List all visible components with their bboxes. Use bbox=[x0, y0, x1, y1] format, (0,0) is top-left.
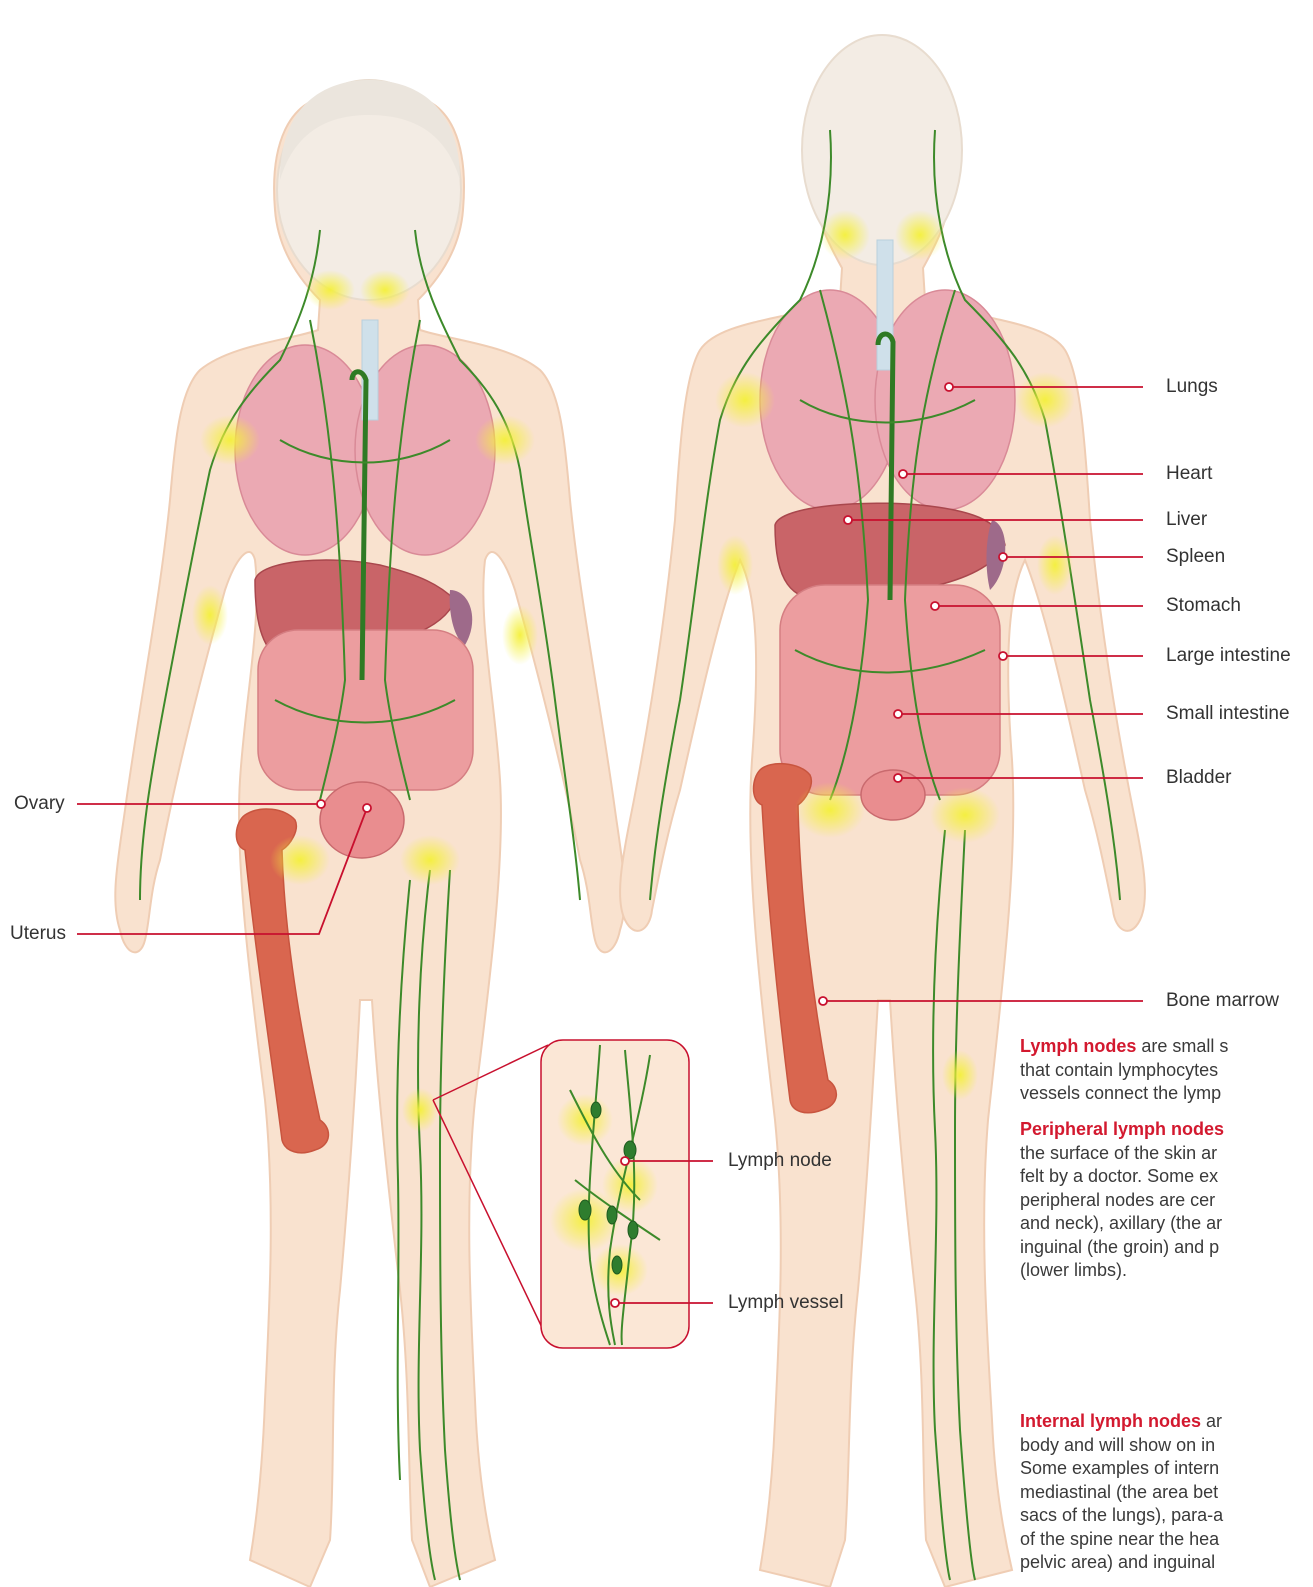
paragraph-line: sacs of the lungs), para-a bbox=[1020, 1504, 1313, 1528]
label-bone-marrow: Bone marrow bbox=[1166, 990, 1279, 1012]
paragraph-internal-lymph-nodes: Internal lymph nodes ar body and will sh… bbox=[1020, 1410, 1313, 1575]
paragraph-line: felt by a doctor. Some ex bbox=[1020, 1165, 1313, 1189]
female-figure bbox=[115, 80, 624, 1587]
paragraph-internal-heading: Internal lymph nodes bbox=[1020, 1411, 1201, 1431]
paragraph-line: ar bbox=[1201, 1411, 1222, 1431]
paragraph-lymph-nodes: Lymph nodes are small s that contain lym… bbox=[1020, 1035, 1313, 1106]
label-small-intestine: Small intestine bbox=[1166, 703, 1290, 725]
label-ovary: Ovary bbox=[14, 793, 65, 815]
paragraph-line: the surface of the skin ar bbox=[1020, 1142, 1313, 1166]
paragraph-line: mediastinal (the area bet bbox=[1020, 1481, 1313, 1505]
paragraph-lymph-nodes-heading: Lymph nodes bbox=[1020, 1036, 1136, 1056]
female-intestines bbox=[258, 630, 473, 790]
paragraph-line: vessels connect the lymp bbox=[1020, 1082, 1313, 1106]
paragraph-peripheral-lymph-nodes: Peripheral lymph nodes the surface of th… bbox=[1020, 1118, 1313, 1283]
label-bladder: Bladder bbox=[1166, 767, 1232, 789]
paragraph-line: are small s bbox=[1136, 1036, 1228, 1056]
label-spleen: Spleen bbox=[1166, 546, 1225, 568]
male-figure bbox=[620, 35, 1145, 1587]
label-lungs: Lungs bbox=[1166, 376, 1218, 398]
paragraph-line: peripheral nodes are cer bbox=[1020, 1189, 1313, 1213]
paragraph-line: Some examples of intern bbox=[1020, 1457, 1313, 1481]
paragraph-line: (lower limbs). bbox=[1020, 1259, 1313, 1283]
male-intestines bbox=[780, 585, 1000, 795]
label-lymph-vessel: Lymph vessel bbox=[728, 1292, 843, 1314]
paragraph-line: pelvic area) and inguinal bbox=[1020, 1551, 1313, 1575]
label-lymph-node: Lymph node bbox=[728, 1150, 832, 1172]
paragraph-line: of the spine near the hea bbox=[1020, 1528, 1313, 1552]
paragraph-line: that contain lymphocytes bbox=[1020, 1059, 1313, 1083]
label-liver: Liver bbox=[1166, 509, 1207, 531]
paragraph-line: inguinal (the groin) and p bbox=[1020, 1236, 1313, 1260]
label-large-intestine: Large intestine bbox=[1166, 645, 1291, 667]
paragraph-line: and neck), axillary (the ar bbox=[1020, 1212, 1313, 1236]
label-heart: Heart bbox=[1166, 463, 1212, 485]
paragraph-peripheral-heading: Peripheral lymph nodes bbox=[1020, 1118, 1313, 1142]
label-stomach: Stomach bbox=[1166, 595, 1241, 617]
paragraph-line: body and will show on in bbox=[1020, 1434, 1313, 1458]
label-uterus: Uterus bbox=[10, 923, 66, 945]
